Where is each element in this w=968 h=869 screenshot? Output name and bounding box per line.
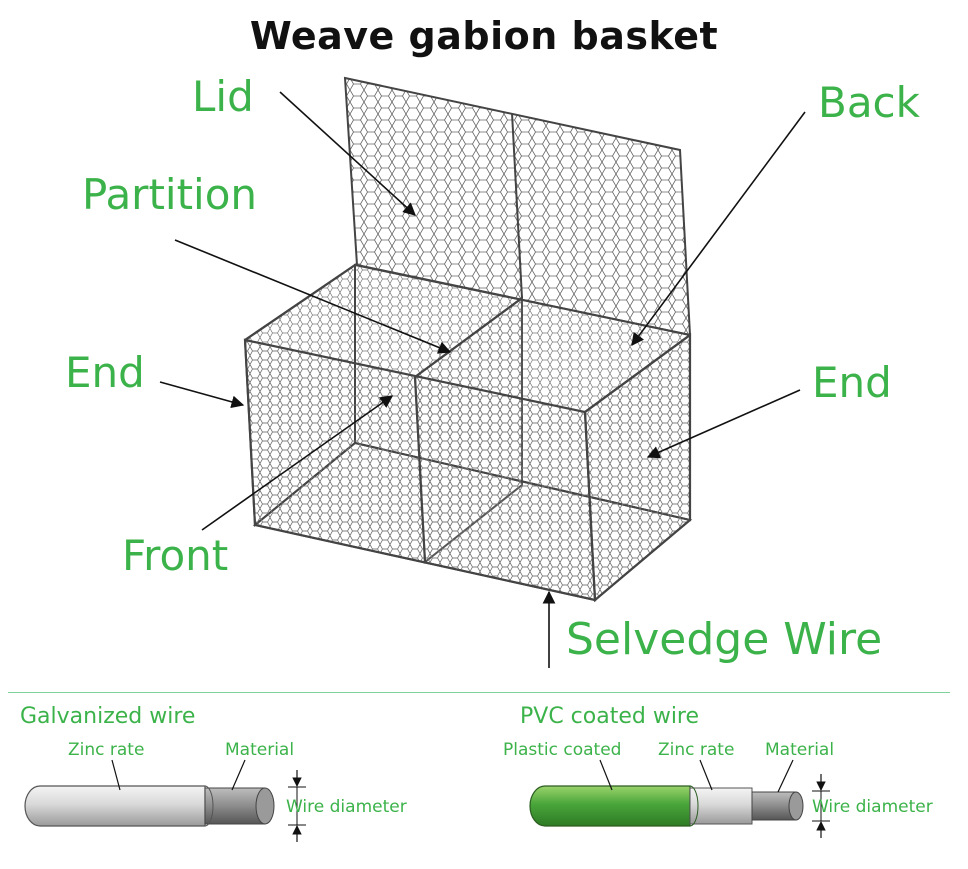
pvc-material: Material	[765, 740, 835, 760]
galvanized-wire-illustration	[24, 759, 306, 842]
pvc-wire-diameter: Wire diameter	[812, 797, 933, 817]
galvanized-material: Material	[225, 740, 295, 760]
front-arrow	[201, 395, 394, 531]
label-back: Back	[818, 78, 920, 127]
pvc-wire-illustration	[529, 759, 830, 838]
label-end-right: End	[812, 358, 892, 407]
label-lid: Lid	[192, 72, 254, 121]
basket-body	[243, 263, 693, 603]
lid-arrow	[279, 91, 416, 216]
end-left-arrow	[159, 381, 245, 409]
label-end-left: End	[65, 348, 145, 397]
pointer-arrows	[159, 91, 806, 668]
label-partition: Partition	[82, 170, 258, 219]
pvc-plastic-coated: Plastic coated	[503, 740, 622, 760]
pvc-zinc-rate: Zinc rate	[658, 740, 735, 760]
pvc-heading: PVC coated wire	[520, 704, 700, 729]
end-right-arrow	[646, 389, 801, 459]
back-arrow	[631, 111, 806, 347]
galvanized-wire-diameter: Wire diameter	[286, 797, 407, 817]
label-selvedge-wire: Selvedge Wire	[566, 614, 883, 665]
label-front: Front	[122, 531, 229, 580]
section-divider	[8, 692, 950, 693]
diagram-title: Weave gabion basket	[249, 14, 719, 58]
galvanized-zinc-rate: Zinc rate	[68, 740, 145, 760]
partition-arrow	[174, 239, 452, 354]
galvanized-heading: Galvanized wire	[20, 704, 196, 729]
